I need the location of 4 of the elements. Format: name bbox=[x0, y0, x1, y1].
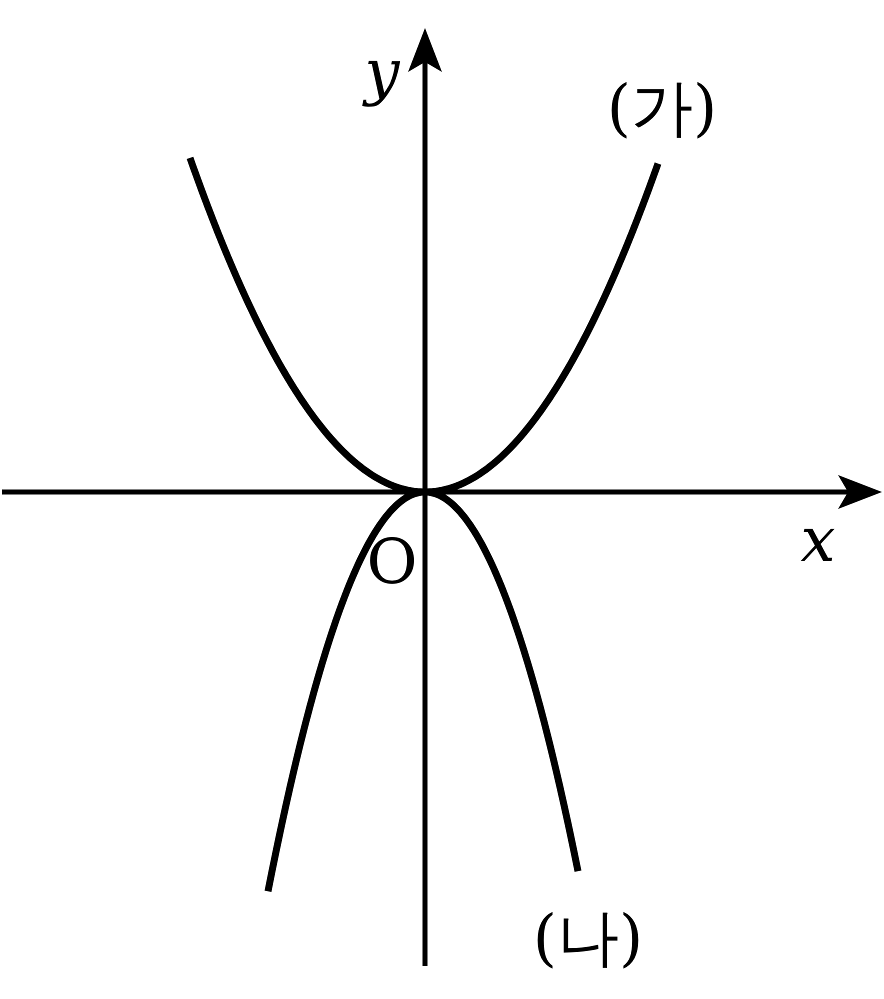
curve-label: (가) bbox=[606, 77, 718, 139]
curve-label: (나) bbox=[532, 907, 644, 969]
origin-label: O bbox=[366, 531, 418, 593]
axis-label: x bbox=[800, 509, 836, 571]
